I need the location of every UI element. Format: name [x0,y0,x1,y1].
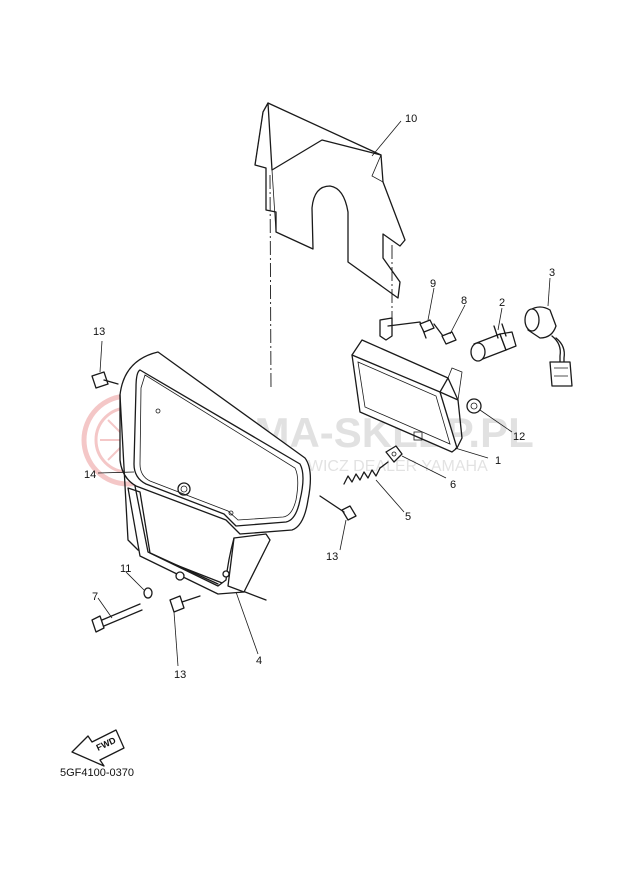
part-5-spring [343,461,389,485]
diagram-code: 5GF4100-0370 [60,767,134,779]
part-2-bulb [470,323,517,362]
callout-13-top: 13 [93,326,105,338]
part-6-nut [385,445,403,463]
callout-8: 8 [461,295,467,307]
part-13-screw-mid [319,495,357,521]
part-8-screw [433,323,457,345]
callout-11: 11 [120,563,131,575]
callouts: 1 2 3 4 5 6 7 8 9 10 11 12 13 13 13 14 [84,113,555,681]
part-9-collar [419,319,435,333]
part-10-bracket [254,102,406,299]
center-line [269,174,272,391]
callout-14: 14 [84,469,96,481]
callout-13-bottom: 13 [174,669,186,681]
callout-13-mid: 13 [326,551,338,563]
leader-lines [97,120,551,667]
part-12-grommet [466,398,482,414]
callout-5: 5 [405,511,411,523]
part-13-screw-top-left [91,371,119,389]
fwd-arrow: FWD [71,729,125,767]
callout-6: 6 [450,479,456,491]
part-4-headlight-frame [127,485,271,595]
callout-12: 12 [513,431,525,443]
callout-2: 2 [499,297,505,309]
fwd-arrow-icon [71,729,125,767]
callout-1: 1 [495,455,501,467]
callout-7: 7 [92,591,98,603]
part-7-bolt [91,603,143,633]
part-3-socket-cord [524,306,573,387]
callout-10: 10 [405,113,417,125]
part-13-screw-bottom [169,595,201,613]
callout-9: 9 [430,278,436,290]
part-14-headlight-cover [119,351,312,601]
part-1-headlight-unit [351,317,463,453]
callout-4: 4 [256,655,262,667]
part-11-washer [143,587,153,599]
callout-3: 3 [549,267,555,279]
